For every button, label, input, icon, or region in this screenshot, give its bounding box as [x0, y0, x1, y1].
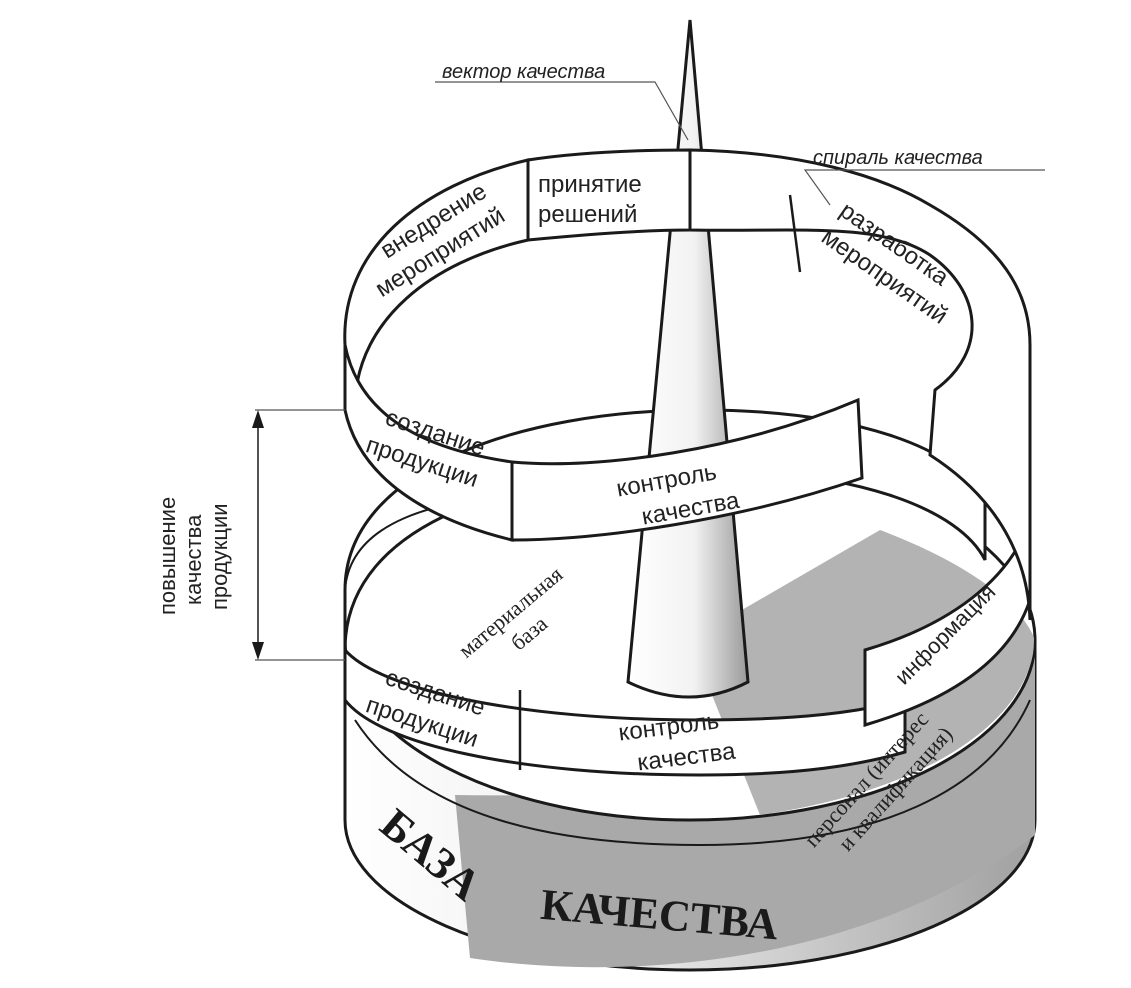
upper-decision-l2: решений	[538, 201, 637, 228]
lower-turn-front	[343, 646, 907, 777]
leader-lines	[252, 81, 1045, 661]
base-inner-rim	[354, 699, 1031, 847]
upper-spiral-turn	[343, 148, 1032, 621]
upper-decision-l1: принятие	[538, 171, 642, 198]
label-quality-spiral: спираль качества	[813, 147, 983, 169]
upper-band-control	[510, 397, 864, 542]
improvement-text: повышение качества продукции	[155, 497, 232, 615]
cone-body	[626, 19, 750, 699]
vector-leader	[435, 81, 689, 141]
label-quality-vector: вектор качества	[442, 61, 605, 83]
upper-band-development	[688, 148, 1032, 621]
svg-text:качества: качества	[181, 514, 206, 605]
quality-vector-cone	[626, 19, 750, 699]
spiral-leader	[803, 169, 1045, 206]
svg-text:продукции: продукции	[207, 503, 232, 610]
svg-text:повышение: повышение	[155, 497, 180, 615]
